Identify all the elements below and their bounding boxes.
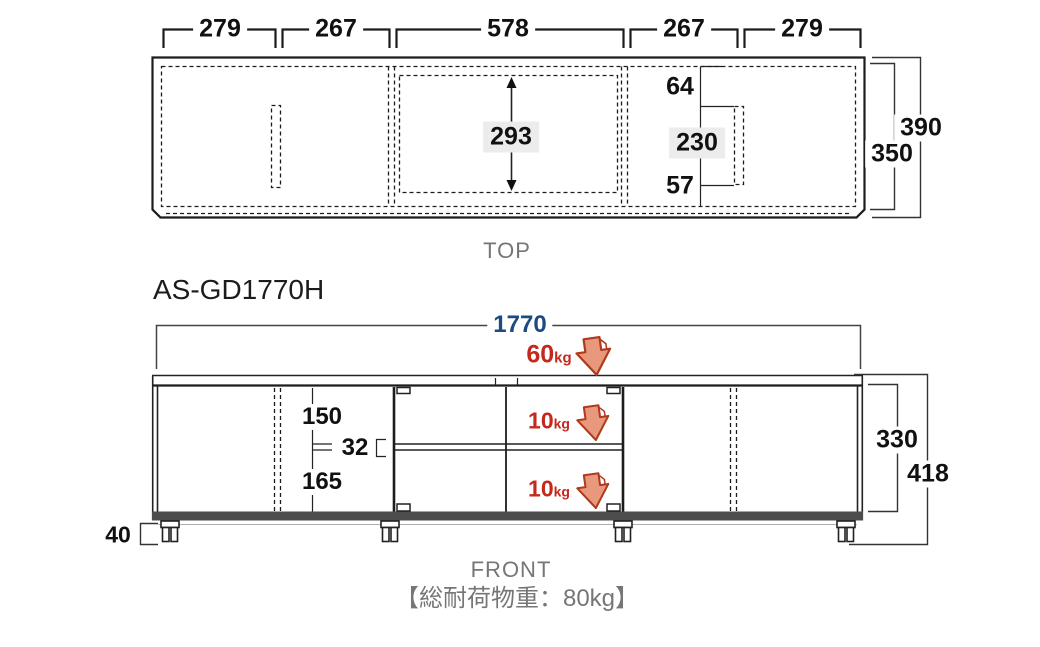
top-load-60kg: 60kg (526, 340, 572, 369)
shelf-clip-bottom-left (396, 503, 411, 512)
top-view-partitions-dashed (387, 66, 629, 207)
caster-3 (613, 520, 633, 543)
dim-front-offset-57: 57 (666, 171, 694, 200)
lower-shelf-load-unit: kg (553, 483, 570, 500)
front-top-seam-ticks (494, 378, 519, 385)
dim-caster-height-40: 40 (105, 521, 131, 548)
dim-depth-350: 350 (865, 140, 919, 168)
center-opening-dashed (398, 74, 619, 194)
upper-shelf-load-10kg: 10kg (528, 407, 570, 434)
dim-width-279-left: 279 (193, 15, 247, 43)
top-load-unit: kg (554, 349, 572, 367)
lower-shelf-load-value: 10 (528, 475, 554, 502)
lower-shelf-load-10kg: 10kg (528, 475, 570, 502)
dim-width-267-left: 267 (309, 15, 363, 43)
shelf-clip-bottom-right (606, 503, 621, 512)
caster-4 (836, 520, 856, 543)
dim-upper-opening-150: 150 (295, 404, 349, 430)
right-door-slot-dashed (733, 105, 745, 186)
shelf-clip-top-left (396, 386, 411, 395)
top-view-inner-dashed (160, 65, 857, 208)
left-door-slot-dashed (270, 104, 282, 189)
shelf-clip-top-right (606, 386, 621, 395)
caster-1 (160, 520, 180, 543)
load-arrow-upper-10kg-icon (574, 403, 613, 444)
caster-2 (380, 520, 400, 543)
dim-width-267-right: 267 (657, 15, 711, 43)
upper-shelf-load-unit: kg (553, 415, 570, 432)
top-view-label: TOP (483, 238, 531, 263)
dim-width-578: 578 (481, 15, 535, 43)
dim-width-279-right: 279 (775, 15, 829, 43)
dim-slot-230: 230 (669, 127, 725, 159)
depth-293-arrowhead-down (506, 180, 517, 191)
load-arrow-lower-10kg-icon (574, 471, 613, 512)
dim-total-height-418: 418 (901, 460, 955, 488)
front-side-panels (151, 375, 864, 521)
depth-293-arrowhead-up (506, 77, 517, 88)
shelf-32-bracket (375, 438, 386, 458)
caster-40-bracket (139, 522, 158, 546)
depth-350-bracket (870, 62, 896, 211)
dim-shelf-thickness-32: 32 (341, 434, 369, 461)
dim-opening-depth-293: 293 (483, 121, 539, 153)
top-load-value: 60 (526, 340, 555, 369)
model-number: AS-GD1770H (153, 274, 325, 305)
front-bottom-panel (152, 511, 863, 521)
dim-depth-390: 390 (894, 114, 948, 142)
load-arrow-60kg-icon (573, 334, 615, 379)
height-418-bracket (849, 373, 929, 546)
dim-width-1770: 1770 (487, 312, 553, 338)
total-load-note: 【総耐荷物重：80kg】 (394, 585, 640, 612)
dim-body-height-330: 330 (870, 426, 924, 454)
front-view-label: FRONT (470, 557, 552, 582)
dim-lower-opening-165: 165 (295, 469, 349, 495)
upper-shelf-load-value: 10 (528, 407, 554, 434)
dim-back-offset-64: 64 (666, 72, 694, 101)
middle-shelf-lines (394, 443, 623, 451)
